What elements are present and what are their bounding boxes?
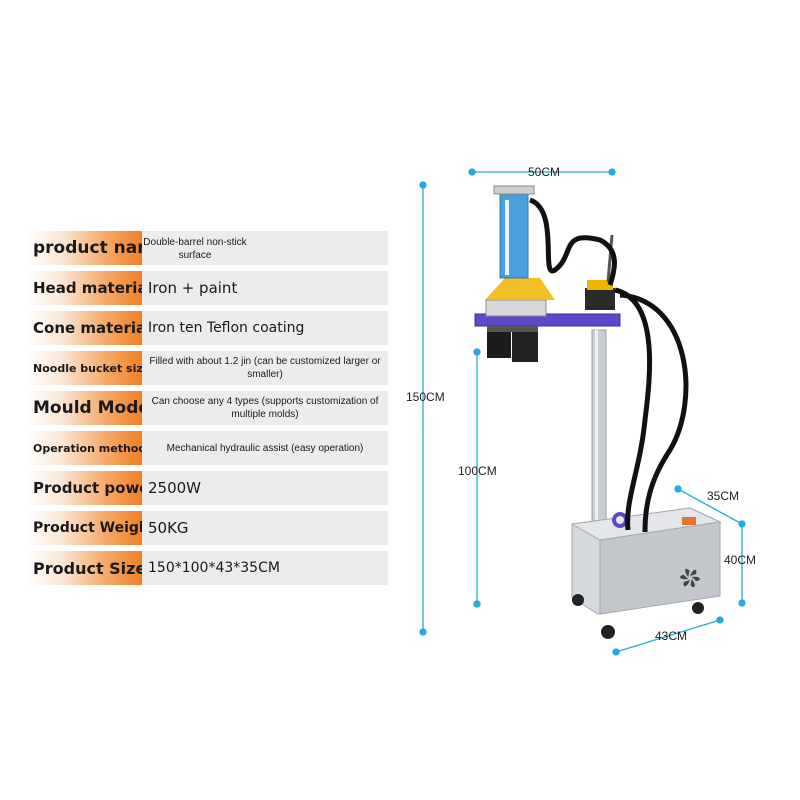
dim-base-width: 43CM <box>655 629 688 643</box>
spec-value-filler <box>252 231 388 265</box>
spec-value: Mechanical hydraulic assist (easy operat… <box>142 431 388 465</box>
spec-value: 50KG <box>142 511 388 545</box>
valve <box>585 234 615 310</box>
wheels <box>572 594 704 639</box>
barrels <box>487 326 538 362</box>
spec-row-product-name: product name Double-barrel non-stick sur… <box>27 231 388 265</box>
spec-label: Head material <box>27 271 142 305</box>
fan-icon <box>680 568 700 588</box>
spec-label: Product Size <box>27 551 142 585</box>
dimension-lines <box>419 168 746 656</box>
dim-column-height: 100CM <box>458 464 497 478</box>
column <box>591 329 607 529</box>
spec-label: Product Weight <box>27 511 142 545</box>
spec-row-product-size: Product Size 150*100*43*35CM <box>27 551 388 585</box>
spec-row-operation-method: Operation method Mechanical hydraulic as… <box>27 431 388 465</box>
base-cabinet <box>570 507 722 615</box>
hydraulic-cylinder <box>493 185 535 279</box>
spec-value: Iron ten Teflon coating <box>142 311 388 345</box>
spec-label: Cone material <box>27 311 142 345</box>
spec-value: 2500W <box>142 471 388 505</box>
spec-value: Double-barrel non-stick surface <box>142 231 252 265</box>
spec-value: 150*100*43*35CM <box>142 551 388 585</box>
spec-row-head-material: Head material Iron + paint <box>27 271 388 305</box>
dim-top-width: 50CM <box>528 165 561 179</box>
spec-row-mould-model: Mould Model Can choose any 4 types (supp… <box>27 391 388 425</box>
spec-row-noodle-bucket-size: Noodle bucket size Filled with about 1.2… <box>27 351 388 385</box>
dim-total-height: 150CM <box>406 390 445 404</box>
spec-label: product name <box>27 231 142 265</box>
spec-label: Operation method <box>27 431 142 465</box>
spec-label: Noodle bucket size <box>27 351 142 385</box>
spec-value: Can choose any 4 types (supports customi… <box>142 391 388 425</box>
spec-value: Filled with about 1.2 jin (can be custom… <box>142 351 388 385</box>
spec-row-product-power: Product power 2500W <box>27 471 388 505</box>
spec-value: Iron + paint <box>142 271 388 305</box>
hoses <box>528 197 689 533</box>
spec-row-cone-material: Cone material Iron ten Teflon coating <box>27 311 388 345</box>
spec-label: Mould Model <box>27 391 142 425</box>
dim-base-height: 40CM <box>724 553 757 567</box>
dim-base-depth: 35CM <box>707 489 740 503</box>
head-frame <box>474 313 621 327</box>
spec-label: Product power <box>27 471 142 505</box>
spec-row-product-weight: Product Weight 50KG <box>27 511 388 545</box>
